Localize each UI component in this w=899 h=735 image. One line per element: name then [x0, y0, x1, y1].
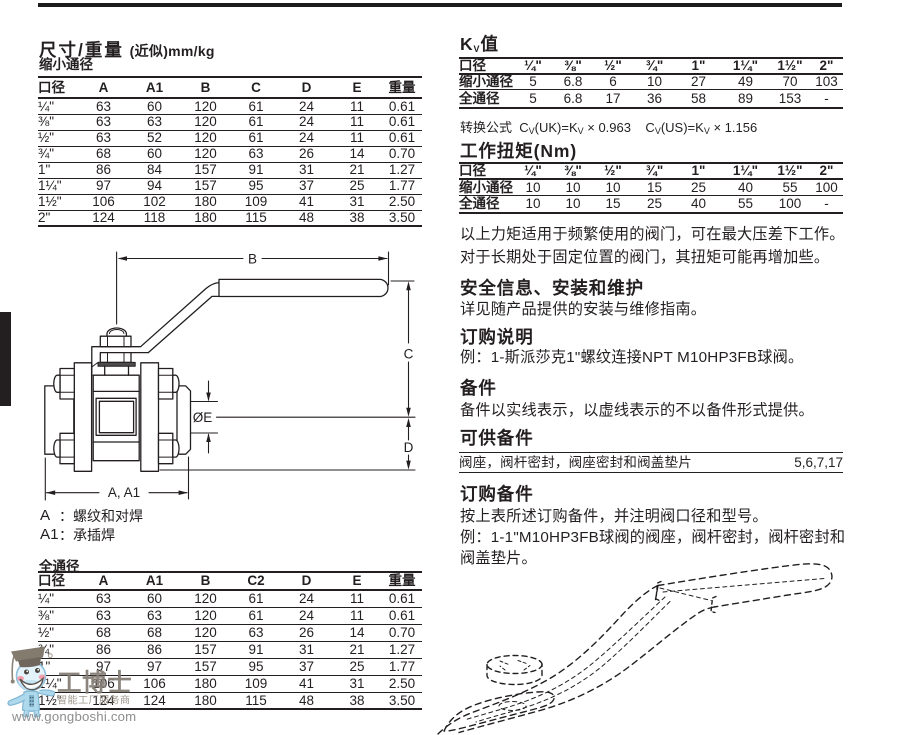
- svg-text:智能工厂服务商: 智能工厂服务商: [57, 694, 130, 707]
- svg-text:D: D: [404, 440, 414, 455]
- svg-text:工博士: 工博士: [57, 669, 132, 697]
- svg-text:ØE: ØE: [193, 410, 213, 425]
- svg-text:www.gongboshi.com: www.gongboshi.com: [11, 709, 136, 724]
- svg-text:C: C: [404, 347, 414, 362]
- svg-text:A, A1: A, A1: [108, 485, 140, 500]
- svg-text:B: B: [248, 251, 257, 266]
